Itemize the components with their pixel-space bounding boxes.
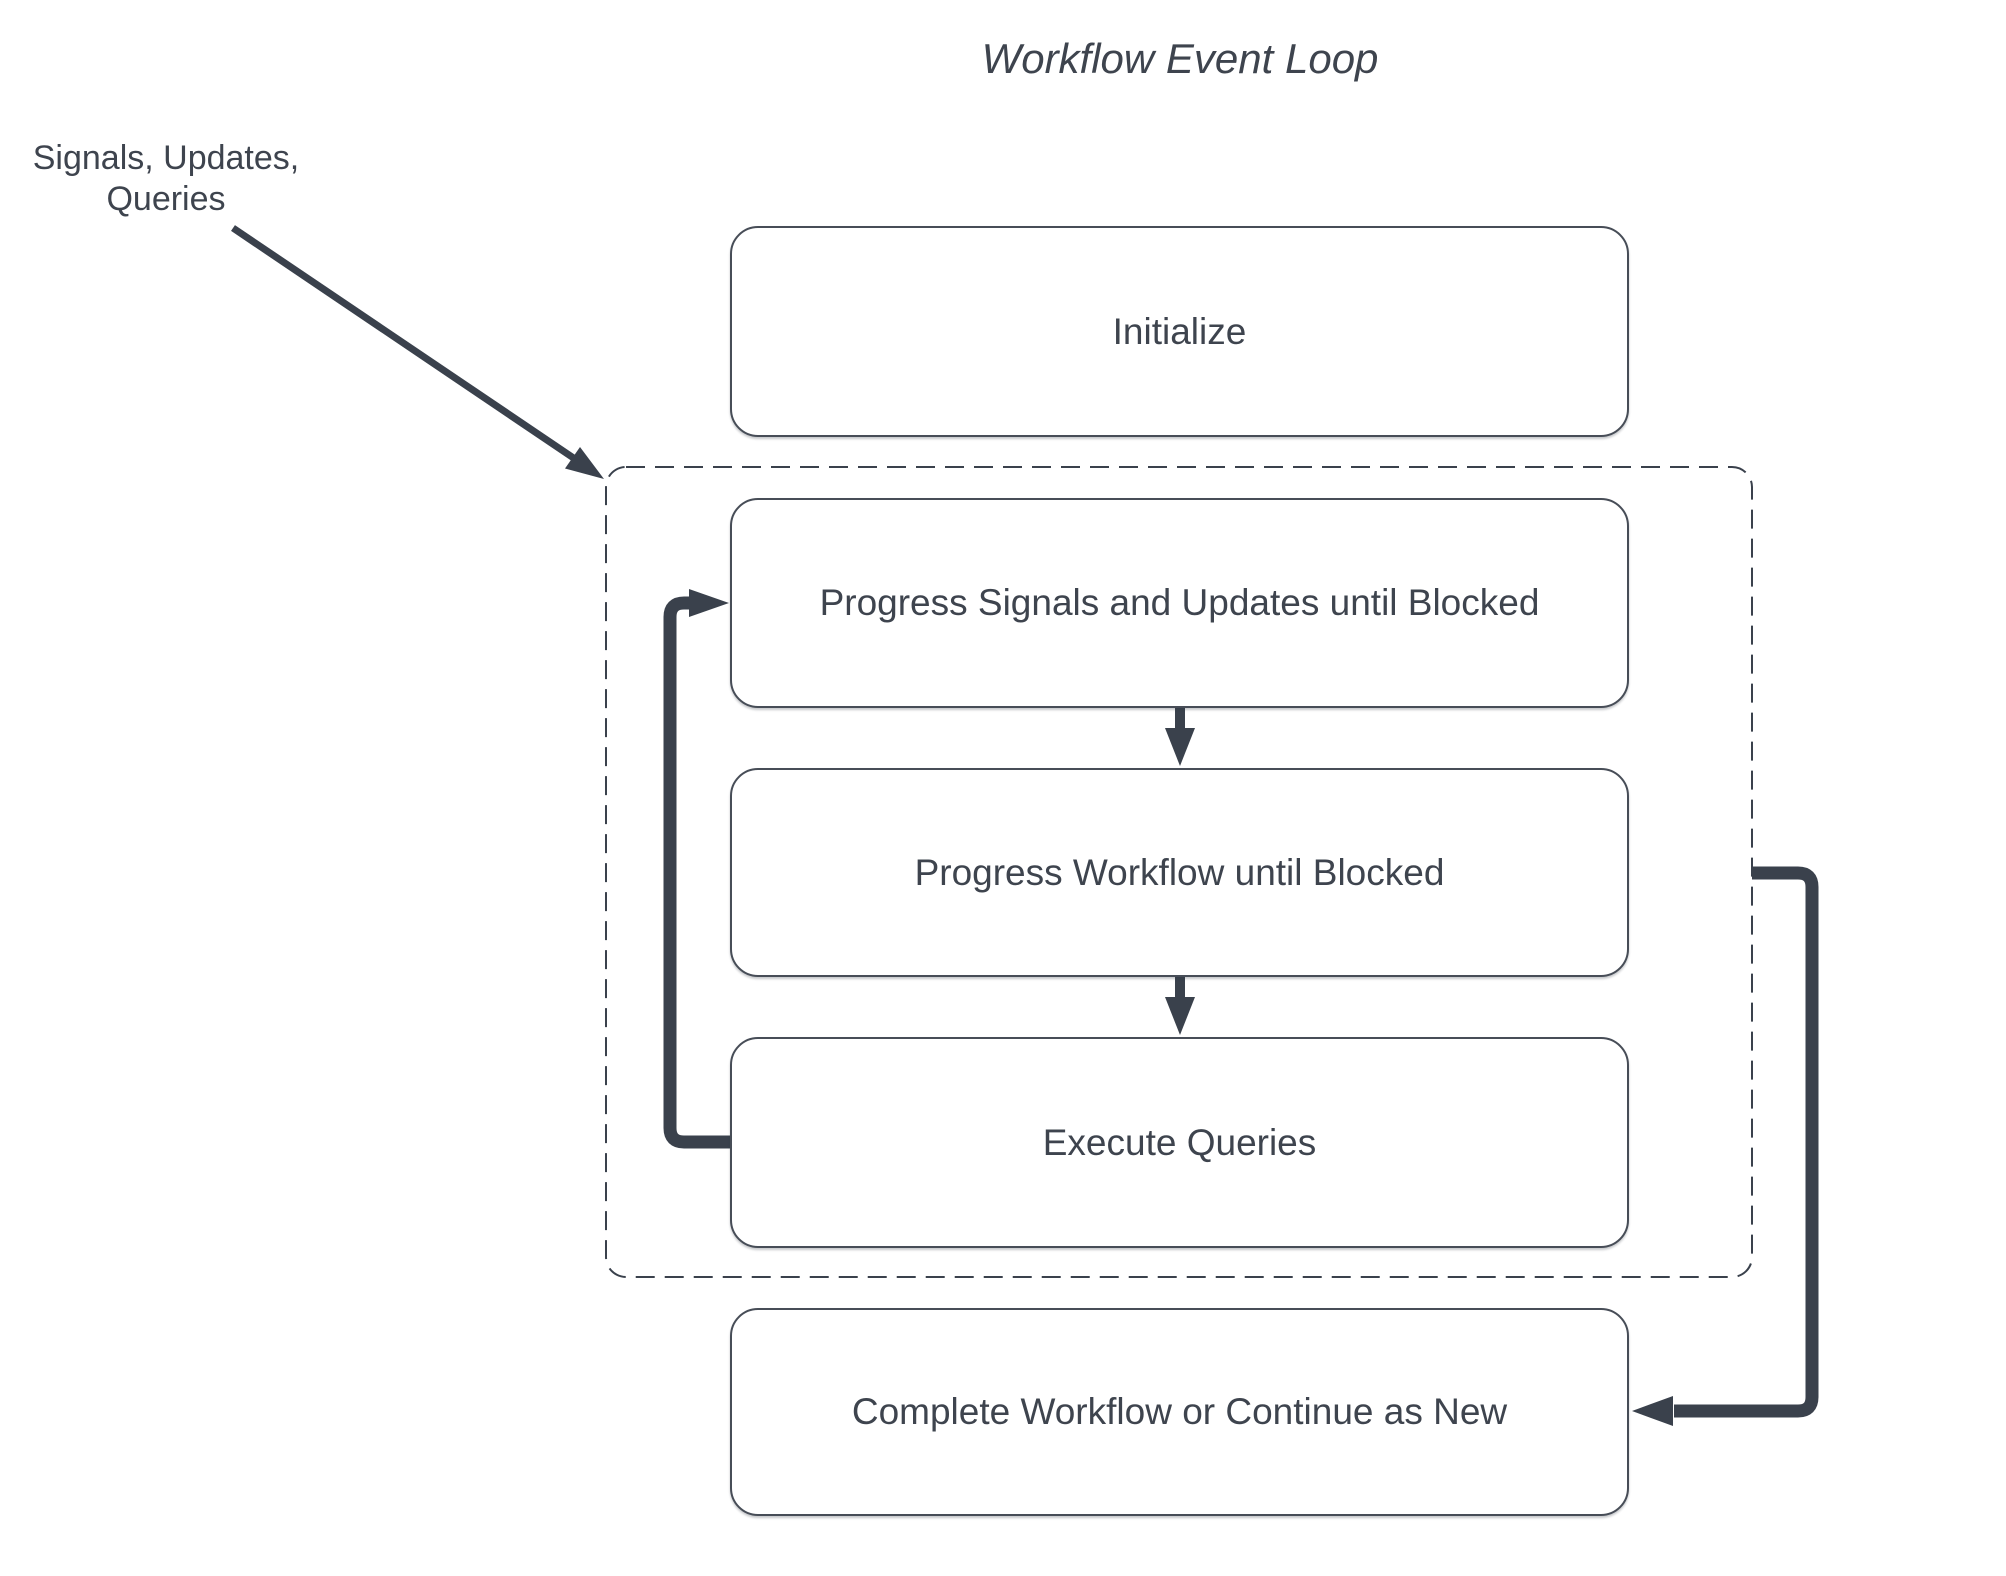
diagram-title: Workflow Event Loop: [981, 35, 1379, 82]
node-execute-queries-label: Execute Queries: [1042, 1121, 1317, 1163]
node-initialize-label: Initialize: [1112, 310, 1247, 352]
signals-updates-queries-label: Signals, Updates, Queries: [16, 138, 316, 220]
node-complete-workflow: Complete Workflow or Continue as New: [730, 1308, 1629, 1516]
down-arrow-workflow-to-queries: [1165, 977, 1195, 1035]
node-progress-workflow: Progress Workflow until Blocked: [730, 768, 1629, 977]
loop-back-arrow: [663, 589, 730, 1149]
label-line-2: Queries: [106, 180, 226, 218]
node-complete-workflow-label: Complete Workflow or Continue as New: [851, 1391, 1508, 1432]
node-execute-queries: Execute Queries: [730, 1037, 1629, 1248]
down-arrow-signals-to-workflow: [1165, 708, 1195, 766]
exit-loop-arrow: [1632, 866, 1819, 1426]
signals-input-arrow: [231, 225, 604, 479]
node-progress-workflow-label: Progress Workflow until Blocked: [914, 851, 1445, 893]
node-initialize: Initialize: [730, 226, 1629, 437]
node-progress-signals-and-updates: Progress Signals and Updates until Block…: [730, 498, 1629, 708]
node-progress-signals-label: Progress Signals and Updates until Block…: [819, 582, 1540, 623]
label-line-1: Signals, Updates,: [32, 139, 300, 177]
